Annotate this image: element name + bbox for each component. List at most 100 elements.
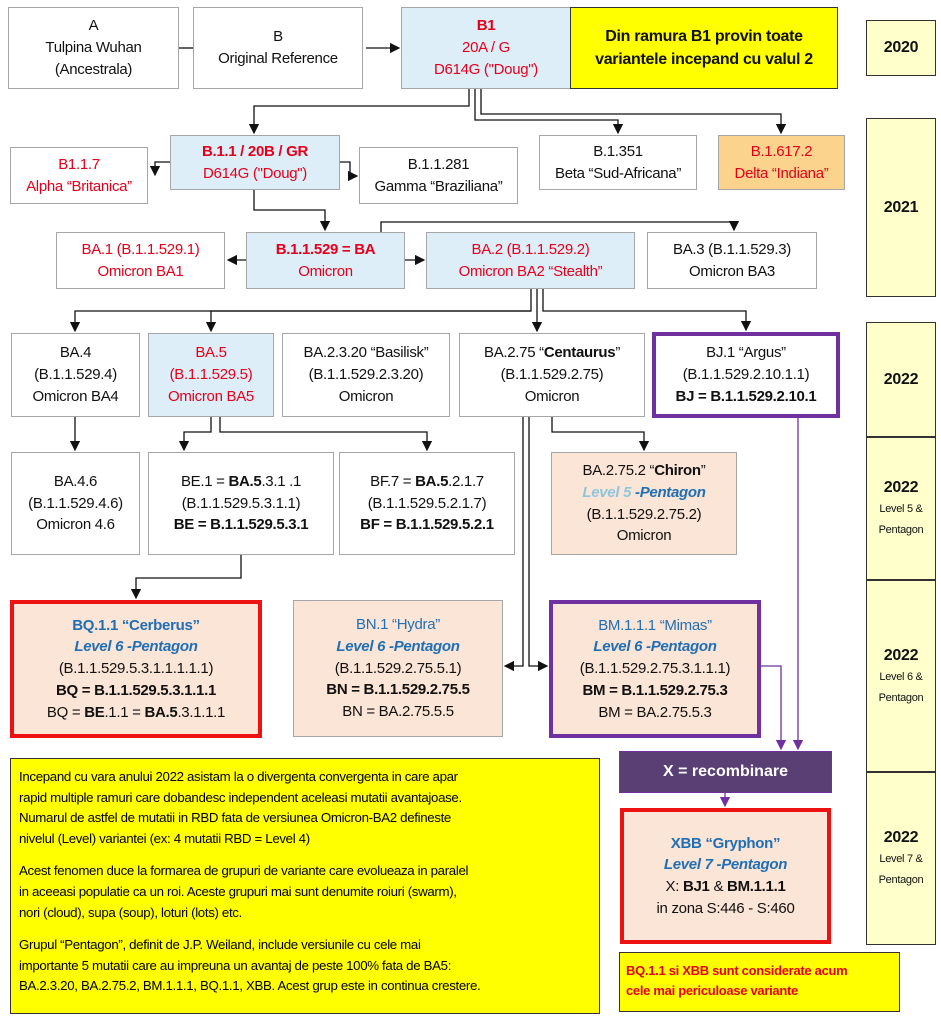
- timeline-year: 2021: [883, 198, 919, 216]
- node-text: Omicron BA4: [32, 387, 119, 405]
- node-ba2320-basilisk: BA.2.3.20 “Basilisk”(B.1.1.529.2.3.20)Om…: [282, 333, 450, 417]
- node-text-line: BA.4.6: [54, 471, 98, 493]
- node-text: Gamma “Braziliana”: [374, 177, 503, 195]
- node-text-line: (B.1.1.529.4.6): [28, 493, 123, 515]
- node-text-line: BE.1 = BA.5.3.1 .1: [181, 471, 301, 493]
- node-text: ”: [615, 344, 621, 362]
- node-text: B.1.617.2: [750, 142, 813, 160]
- timeline-subtitle: Pentagon: [878, 874, 924, 887]
- node-text: Delta “Indiana”: [734, 164, 829, 182]
- connector-arrow: [551, 417, 650, 452]
- node-text: BE = B.1.1.529.5.3.1: [173, 516, 309, 534]
- node-text: in zona S:446 - S:460: [656, 899, 795, 917]
- node-text: B.1.1.281: [407, 155, 470, 173]
- node-text-line: B: [273, 26, 283, 48]
- node-text: Omicron BA1: [97, 262, 184, 280]
- node-text: BN.1 “Hydra”: [356, 616, 440, 634]
- connector-arrow: [253, 190, 331, 232]
- node-text: BE.1 =: [180, 472, 229, 490]
- node-text-line: XBB “Gryphon”: [671, 833, 781, 855]
- node-text: (B.1.1.529.2.75.5.1): [334, 659, 462, 677]
- node-text: Din ramura B1 provin toate: [605, 27, 803, 45]
- node-text-line: BF.7 = BA.5.2.1.7: [370, 471, 484, 493]
- node-text-line: BQ.1.1 “Cerberus”: [72, 615, 200, 637]
- node-text: A: [88, 17, 99, 35]
- node-text-line: B1.1.7: [58, 154, 100, 176]
- node-bq11-cerberus: BQ.1.1 “Cerberus”Level 6 -Pentagon(B.1.1…: [10, 600, 262, 738]
- connector-arrow: [149, 161, 170, 177]
- node-text-line: BJ.1 “Argus”: [706, 342, 786, 364]
- node-text-line: Omicron: [617, 525, 672, 547]
- node-bf7: BF.7 = BA.5.2.1.7(B.1.1.529.5.2.1.7)BF =…: [339, 452, 515, 555]
- timeline-year: 2022: [883, 479, 919, 497]
- connector-arrow: [219, 417, 433, 452]
- node-text-line: Level 6 -Pentagon: [336, 636, 460, 658]
- node-text: Omicron BA2 “Stealth”: [458, 262, 603, 280]
- node-ba3: BA.3 (B.1.1.529.3) Omicron BA3: [647, 232, 817, 289]
- node-text: B.1.351: [593, 142, 643, 160]
- timeline-period: 2022: [866, 322, 936, 437]
- node-text-line: BA.2.3.20 “Basilisk”: [304, 342, 429, 364]
- node-text: BA.3 (B.1.1.529.3): [672, 240, 791, 258]
- node-text: (B.1.1.529.4.6): [28, 494, 123, 512]
- node-text: Beta “Sud-Africana”: [554, 164, 682, 182]
- node-text-line: in zona S:446 - S:460: [657, 898, 795, 920]
- node-text: BM = B.1.1.529.2.75.3: [582, 681, 728, 699]
- node-text-line: Level 5 -Pentagon: [582, 482, 706, 504]
- node-text-line: BJ = B.1.1.529.2.10.1: [676, 386, 817, 408]
- node-text-line: Beta “Sud-Africana”: [555, 163, 681, 185]
- timeline-subtitle: Level 7 &: [879, 853, 923, 866]
- node-text: BA.2.75.2 “: [582, 462, 655, 479]
- node-text-line: Level 7 -Pentagon: [664, 854, 788, 876]
- node-text-line: BE = B.1.1.529.5.3.1: [174, 514, 309, 536]
- node-text: Tulpina Wuhan: [45, 39, 142, 57]
- node-text-line: (B.1.1.529.5): [170, 364, 253, 386]
- node-text: BA.5: [228, 472, 262, 490]
- node-text: BM = BA.2.75.5.3: [598, 703, 712, 721]
- timeline-year: 2022: [883, 370, 919, 388]
- node-text: Chiron: [654, 462, 701, 479]
- node-ba2: BA.2 (B.1.1.529.2)Omicron BA2 “Stealth”: [426, 232, 635, 289]
- node-text-line: A: [89, 15, 99, 37]
- node-text: BA.4: [59, 344, 92, 362]
- connector-arrow: [178, 417, 212, 452]
- node-ba5: BA.5(B.1.1.529.5)Omicron BA5: [148, 333, 274, 417]
- node-text-line: (B.1.1.529.5.3.1.1.1.1.1): [59, 658, 214, 680]
- node-text-line: BM = B.1.1.529.2.75.3: [582, 680, 727, 702]
- timeline-subtitle: Pentagon: [878, 524, 924, 537]
- node-text-line: Omicron: [339, 386, 394, 408]
- node-ba2752-chiron: BA.2.75.2 “Chiron”Level 5 -Pentagon(B.1.…: [551, 452, 737, 555]
- node-text-line: BA.3 (B.1.1.529.3): [673, 239, 791, 261]
- node-text: Omicron BA3: [689, 262, 775, 280]
- node-be1: BE.1 = BA.5.3.1 .1(B.1.1.529.5.3.1.1)BE …: [148, 452, 334, 555]
- node-text-line: 20A / G: [462, 37, 510, 59]
- node-text-line: (B.1.1.529.5.2.1.7): [368, 493, 487, 515]
- timeline-subtitle: Level 6 &: [879, 670, 923, 683]
- node-text-line: Omicron BA4: [33, 386, 119, 408]
- node-text: .3.1.1.1: [177, 703, 226, 721]
- node-text-line: (B.1.1.529.2.75.5.1): [335, 658, 462, 680]
- node-text-line: (B.1.1.529.2.10.1.1): [683, 364, 810, 386]
- node-text: BF = B.1.1.529.5.2.1: [360, 516, 494, 534]
- node-text-line: X: BJ1 & BM.1.1.1: [666, 876, 786, 898]
- node-text-line: (Ancestrala): [55, 59, 133, 81]
- node-bn1-hydra: BN.1 “Hydra” Level 6 -Pentagon(B.1.1.529.…: [293, 600, 503, 737]
- node-text: (B.1.1.529.2.75.2): [586, 505, 702, 523]
- connector-arrow: [480, 89, 787, 135]
- node-text: BA.5: [144, 703, 178, 721]
- node-text: BJ1: [682, 878, 710, 895]
- node-text: B1: [476, 17, 496, 35]
- connector-arrow: [542, 289, 752, 332]
- connector-arrow: [380, 220, 740, 232]
- node-text-line: Omicron BA5: [168, 386, 254, 408]
- node-text: BF.7 =: [370, 472, 416, 490]
- node-text: BQ = B.1.1.529.5.3.1.1.1: [56, 681, 216, 699]
